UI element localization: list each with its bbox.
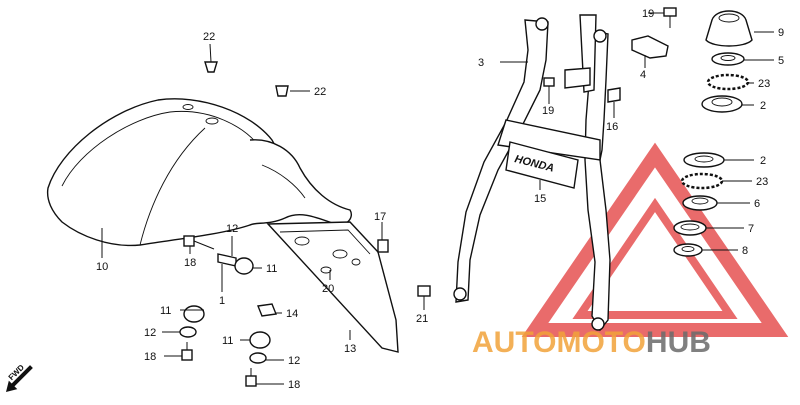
- callout-5: 5: [778, 55, 784, 67]
- bolt-18-right: [245, 368, 257, 387]
- fwd-arrow-icon: [6, 365, 33, 392]
- callout-11-top: 11: [266, 263, 277, 275]
- fork-frame: HONDA: [453, 14, 611, 332]
- bearing-race-2-top: [701, 95, 743, 113]
- clip-22-top: [204, 61, 218, 73]
- callout-18-right: 18: [288, 379, 300, 391]
- callout-18-fender: 18: [184, 257, 196, 269]
- callout-13: 13: [344, 343, 356, 355]
- callout-19-top: 19: [642, 8, 654, 20]
- collar-17: [377, 239, 389, 253]
- callout-19-mid: 19: [542, 105, 554, 117]
- callout-22-top: 22: [203, 31, 215, 43]
- watermark-hub: HUB: [646, 326, 711, 359]
- callout-12-left: 12: [144, 327, 156, 339]
- bolt-21: [417, 285, 431, 297]
- grommet-11-left: [183, 305, 205, 323]
- cone-race-6: [682, 195, 718, 211]
- callout-20: 20: [322, 283, 334, 295]
- locknut-5: [711, 52, 745, 66]
- bolt-18-left: [181, 342, 193, 361]
- grommet-11-top: [234, 257, 254, 275]
- callout-10: 10: [96, 261, 108, 273]
- bearing-race-2-bottom: [683, 152, 725, 168]
- callout-22-mid: 22: [314, 86, 326, 98]
- bolt-12-top: [217, 253, 237, 267]
- leader-lines: [101, 12, 774, 385]
- callout-2-bottom: 2: [760, 155, 766, 167]
- callout-23-bottom: 23: [756, 176, 768, 188]
- clip-22-mid: [275, 85, 289, 97]
- watermark-moto: MOTO: [556, 326, 645, 359]
- watermark-auto: AUTO: [472, 326, 556, 359]
- collar-12-left: [179, 326, 197, 338]
- callout-11-left: 11: [160, 305, 171, 317]
- grommet-11-right: [249, 331, 271, 349]
- bracket-4: [631, 35, 669, 59]
- svg-text:AUTOMOTOHUB: AUTOMOTOHUB: [472, 326, 711, 359]
- steel-balls-23-top: [706, 73, 750, 91]
- callout-16: 16: [606, 121, 618, 133]
- bolt-19-top: [663, 7, 677, 28]
- callout-18-left: 18: [144, 351, 156, 363]
- steel-balls-23-bottom: [680, 172, 724, 190]
- collar-12-right: [249, 352, 267, 364]
- callout-6: 6: [754, 198, 760, 210]
- callout-12-top: 12: [226, 223, 238, 235]
- dust-seal-7: [673, 220, 707, 236]
- watermark-triangle-inner: [572, 197, 738, 319]
- callout-21: 21: [416, 313, 428, 325]
- callout-9: 9: [778, 27, 784, 39]
- callout-23-top: 23: [758, 78, 770, 90]
- stem-nut-9: [705, 10, 753, 47]
- callout-12-right: 12: [288, 355, 300, 367]
- bolt-19-mid: [543, 77, 555, 96]
- callout-3: 3: [478, 57, 484, 69]
- clip-16: [607, 87, 621, 103]
- clip-14: [257, 303, 277, 317]
- callout-2-top: 2: [760, 100, 766, 112]
- callout-8: 8: [742, 245, 748, 257]
- callout-17: 17: [374, 211, 386, 223]
- fork-brace-plate: [266, 221, 399, 353]
- callout-11-right: 11: [222, 335, 233, 347]
- watermark-text: AUTOMOTOHUB: [472, 326, 711, 359]
- bolt-18-fender: [183, 235, 215, 250]
- callout-14: 14: [286, 308, 298, 320]
- washer-8: [673, 243, 703, 257]
- callout-4: 4: [640, 69, 646, 81]
- fwd-arrow: FWD: [6, 363, 33, 392]
- callout-7: 7: [748, 223, 754, 235]
- front-fender: [46, 98, 352, 247]
- callout-1: 1: [219, 295, 225, 307]
- callout-15: 15: [534, 193, 546, 205]
